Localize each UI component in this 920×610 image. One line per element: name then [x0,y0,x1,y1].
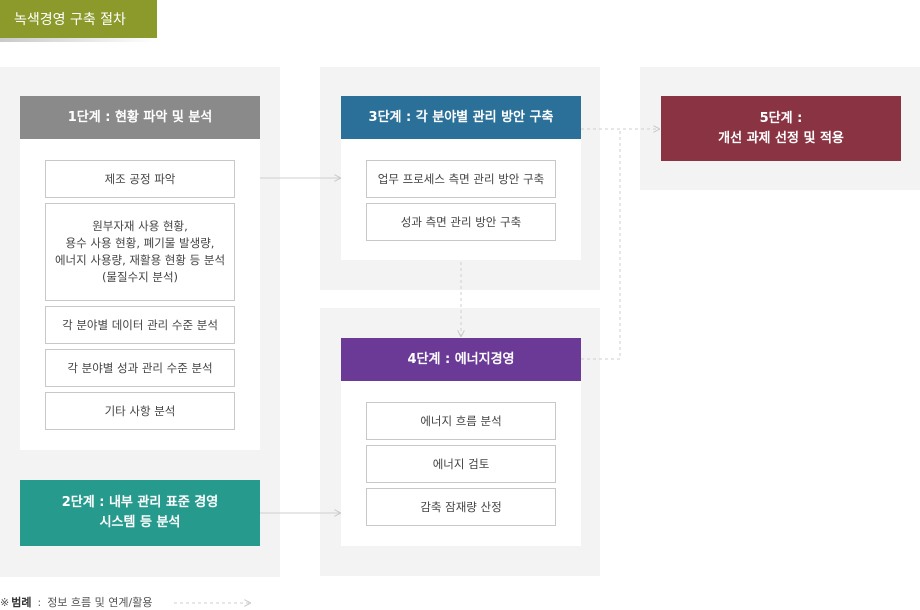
legend-colon: : [37,595,42,609]
legend-mark: ※ [0,595,10,609]
stage3-item-performance: 성과 측면 관리 방안 구축 [366,203,556,241]
stage1-header: 1단계 : 현황 파악 및 분석 [20,96,260,139]
stage1-item-process: 제조 공정 파악 [45,160,235,198]
title-underline [0,38,157,42]
stage3-header: 3단계 : 각 분야별 관리 방안 구축 [341,96,581,139]
legend-key: 범례 [11,596,32,609]
legend-text: 정보 흐름 및 연계/활용 [47,596,153,609]
stage1-item-other: 기타 사항 분석 [45,392,235,430]
stage3-item-process: 업무 프로세스 측면 관리 방안 구축 [366,160,556,198]
stage5-header: 5단계 : 개선 과제 선정 및 적용 [661,96,901,161]
stage2-header: 2단계 : 내부 관리 표준 경영 시스템 등 분석 [20,480,260,546]
stage4-item-reduction: 감축 잠재량 산정 [366,488,556,526]
stage1-item-usage-analysis: 원부자재 사용 현황, 용수 사용 현황, 폐기물 발생량, 에너지 사용량, … [45,203,235,301]
stage1-item-performance: 각 분야별 성과 관리 수준 분석 [45,349,235,387]
stage4-item-review: 에너지 검토 [366,445,556,483]
stage4-item-flow: 에너지 흐름 분석 [366,402,556,440]
page-title: 녹색경영 구축 절차 [0,0,157,38]
stage1-item-data-management: 각 분야별 데이터 관리 수준 분석 [45,306,235,344]
legend: ※ 범례 : 정보 흐름 및 연계/활용 [0,594,152,610]
stage4-header: 4단계 : 에너지경영 [341,338,581,381]
